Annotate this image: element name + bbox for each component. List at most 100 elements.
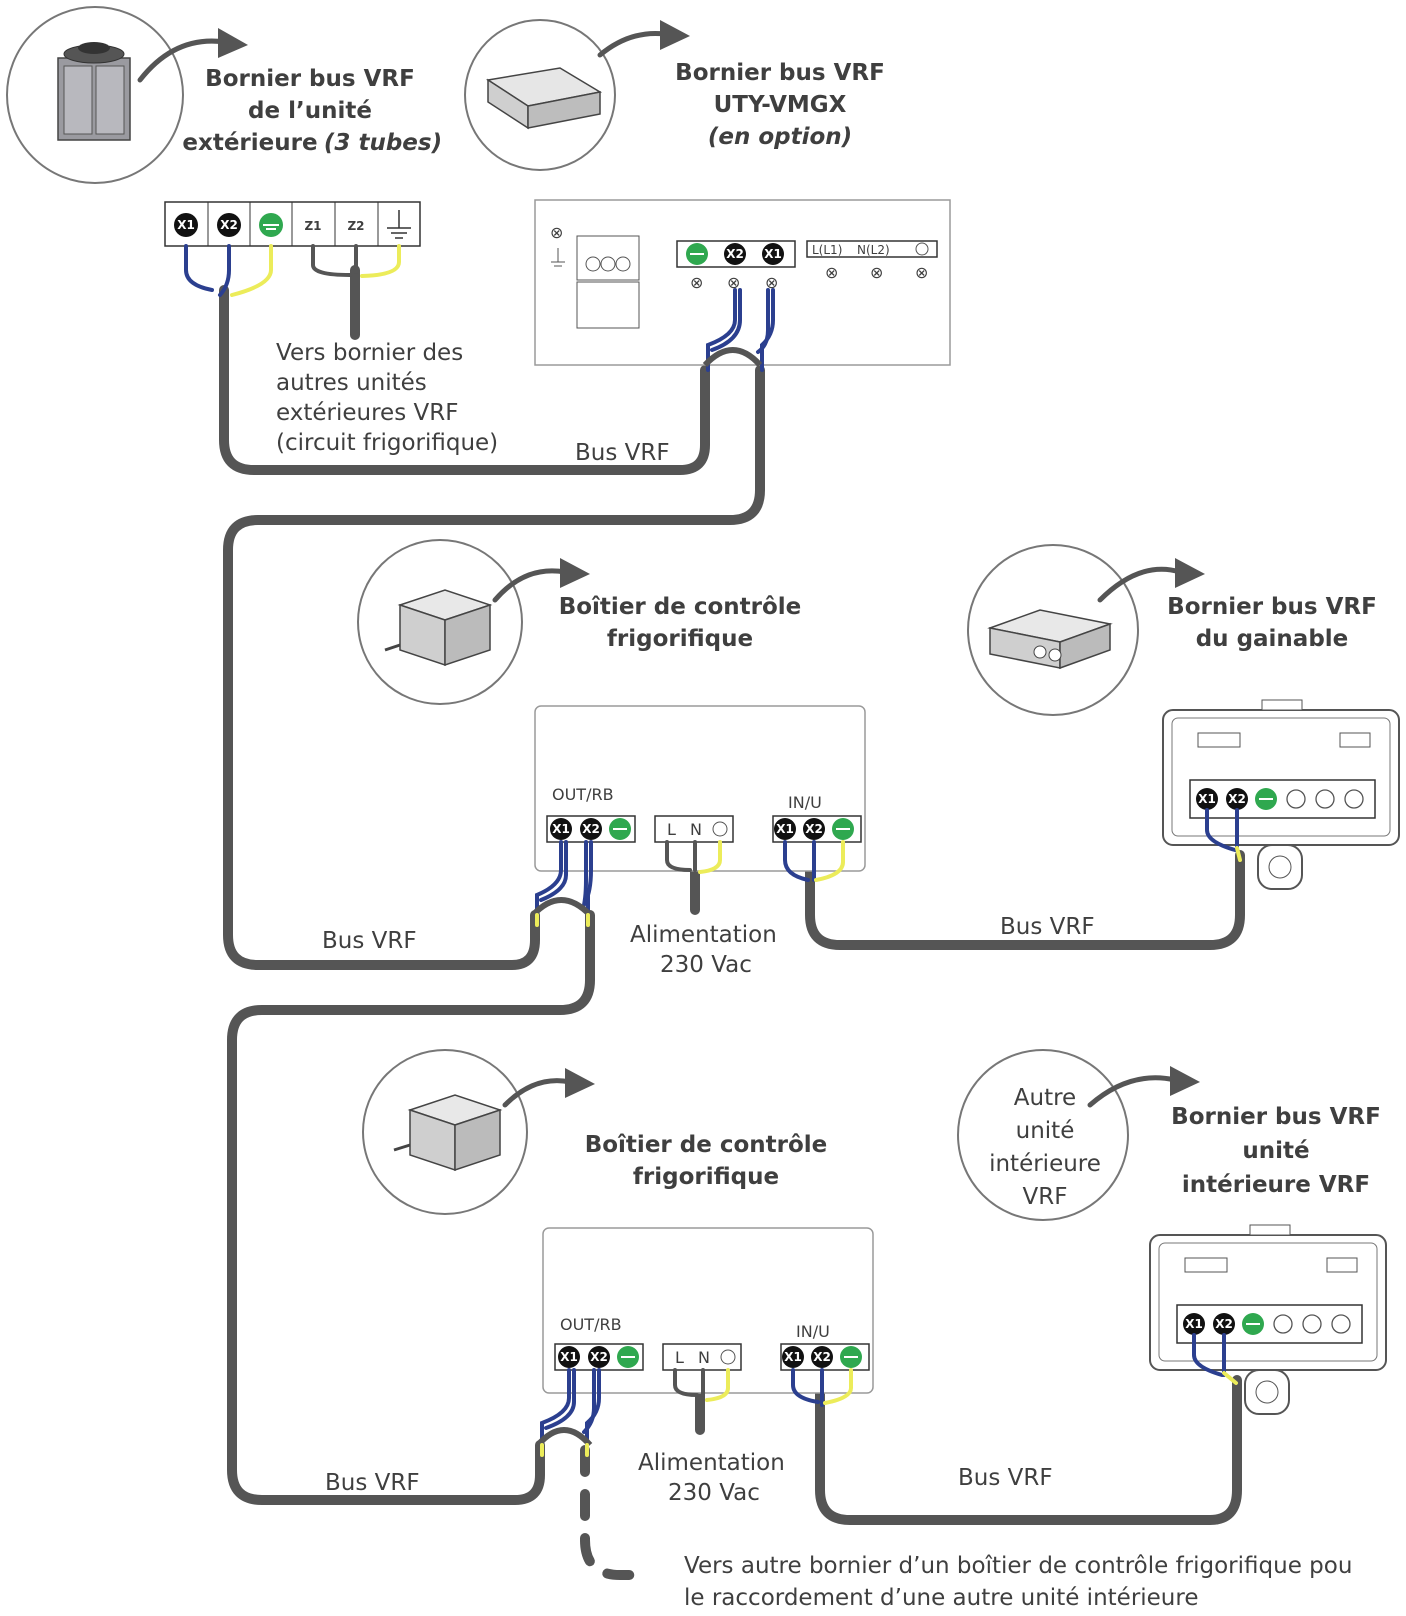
vmgx-title-1: Bornier bus VRF (675, 60, 885, 86)
screw-icon: ⊗ (765, 273, 778, 292)
terminal-x2 (1226, 788, 1248, 810)
vmgx-power-strip: L(L1) N(L2) ⊗ ⊗ ⊗ (806, 240, 938, 282)
power-label-1: Alimentation (630, 922, 777, 948)
power-terminals: L N (662, 1343, 742, 1371)
vmgx-terminal-strip: X2 X1 ⊗ ⊗ ⊗ (676, 240, 796, 292)
control-box-2-title-2: frigorifique (633, 1164, 779, 1190)
screw-icon (1286, 789, 1306, 809)
bus-vrf-label-1: Bus VRF (575, 440, 670, 466)
terminal-l-l1-label: L(L1) (812, 243, 842, 257)
screw-icon (1315, 789, 1335, 809)
ducted-box-icon (987, 609, 1113, 670)
screw-icon: ⊗ (690, 273, 703, 292)
terminal-x2 (588, 1346, 610, 1368)
terminal-n-label: N (698, 1348, 710, 1367)
screw-icon: ⊗ (870, 263, 883, 282)
outdoor-terminal-strip: X1 X2 Z1 Z2 (164, 201, 421, 247)
ground-symbol-icon (720, 1349, 736, 1365)
power-label-3: Alimentation (638, 1450, 785, 1476)
terminal-x2-label: X2 (805, 822, 823, 836)
terminal-x1-label: X1 (1198, 792, 1216, 806)
other-indoor-text-1: Autre (1014, 1085, 1076, 1111)
ground-symbol-icon (712, 821, 728, 837)
other-outdoor-label-4: (circuit frigorifique) (276, 430, 498, 456)
outdoor-title-italic: (3 tubes) (324, 130, 442, 156)
in-u-terminals: X1 X2 (780, 1343, 870, 1371)
terminal-x2 (803, 818, 825, 840)
screw-icon: ⊗ (727, 273, 740, 292)
terminal-x1 (1183, 1313, 1205, 1335)
indoor-group: Autre unité intérieure VRF Bornier bus V… (957, 1049, 1387, 1415)
outdoor-title-2: de l’unité (248, 98, 372, 124)
terminal-x1 (762, 243, 784, 265)
screw-icon (1255, 1380, 1279, 1404)
terminal-x1-label: X1 (776, 822, 794, 836)
terminal-n-l2-label: N(L2) (857, 243, 890, 257)
screw-icon (1302, 1314, 1322, 1334)
other-indoor-text-3: intérieure (989, 1151, 1101, 1177)
terminal-x1-label: X1 (560, 1350, 578, 1364)
other-outdoor-label-2: autres unités (276, 370, 427, 396)
vmgx-group: Bornier bus VRF UTY-VMGX (en option) ⊗ X… (464, 19, 951, 466)
other-outdoor-label-3: extérieures VRF (276, 400, 458, 426)
terminal-x1-label: X1 (784, 1350, 802, 1364)
terminal-l-label: L (675, 1348, 684, 1367)
out-rb-terminals: X1 X2 (546, 815, 636, 843)
in-u-terminals: X1 X2 (772, 815, 862, 843)
terminal-z2-label: Z2 (347, 219, 364, 233)
terminal-x1 (774, 818, 796, 840)
screw-icon: ⊗ (825, 263, 838, 282)
other-indoor-text-4: VRF (1023, 1184, 1068, 1210)
outdoor-unit-icon (57, 42, 131, 141)
ground-symbol-icon (387, 210, 411, 239)
ducted-title-1: Bornier bus VRF (1167, 594, 1377, 620)
screw-icon (1273, 1314, 1293, 1334)
terminal-x1-label: X1 (552, 822, 570, 836)
other-outdoor-label-1: Vers bornier des (276, 340, 463, 366)
other-indoor-text-2: unité (1016, 1118, 1075, 1144)
ducted-group: Bornier bus VRF du gainable X1 X2 (967, 544, 1400, 890)
screw-icon (1344, 789, 1364, 809)
terminal-x1 (558, 1346, 580, 1368)
bus-vrf-label-5: Bus VRF (958, 1465, 1053, 1491)
out-rb-terminals: X1 X2 (554, 1343, 644, 1371)
screw-icon: ⊗ (915, 263, 928, 282)
control-box-2-group: Boîtier de contrôle frigorifique OUT/RB … (325, 1049, 1053, 1506)
terminal-x2-label: X2 (220, 218, 238, 232)
terminal-l-label: L (667, 820, 676, 839)
terminal-x2 (811, 1346, 833, 1368)
terminal-x2-label: X2 (726, 247, 744, 261)
terminal-n-label: N (690, 820, 702, 839)
terminal-x1-label: X1 (1185, 1317, 1203, 1331)
bus-vrf-label-3: Bus VRF (1000, 914, 1095, 940)
terminal-x1 (782, 1346, 804, 1368)
terminal-z1-label: Z1 (304, 219, 321, 233)
footer-note-2: le raccordement d’une autre unité intéri… (684, 1585, 1199, 1611)
control-box-1-title-2: frigorifique (607, 626, 753, 652)
footer-note-1: Vers autre bornier d’un boîtier de contr… (684, 1553, 1352, 1579)
ducted-title-2: du gainable (1196, 626, 1349, 652)
control-box-2-title-1: Boîtier de contrôle (585, 1132, 828, 1158)
terminal-x1 (550, 818, 572, 840)
in-u-label: IN/U (796, 1322, 830, 1341)
terminal-x2-label: X2 (582, 822, 600, 836)
terminal-x1 (1196, 788, 1218, 810)
bus-cables (219, 265, 1245, 1580)
terminal-x1 (174, 213, 198, 237)
terminal-x2 (580, 818, 602, 840)
control-box-1-group: Boîtier de contrôle frigorifique OUT/RB … (322, 539, 1095, 978)
power-label-2: 230 Vac (660, 952, 752, 978)
bus-vrf-label-2: Bus VRF (322, 928, 417, 954)
power-terminals: L N (654, 815, 734, 843)
in-u-label: IN/U (788, 793, 822, 812)
screw-icon (1268, 855, 1292, 879)
vmgx-connector: ⊗ (550, 223, 640, 329)
terminal-x2 (724, 243, 746, 265)
terminal-x2-label: X2 (1215, 1317, 1233, 1331)
terminal-x2-label: X2 (590, 1350, 608, 1364)
out-rb-label: OUT/RB (552, 785, 614, 804)
outdoor-title-3: extérieure (182, 130, 317, 156)
outdoor-title-1: Bornier bus VRF (205, 66, 415, 92)
out-rb-label: OUT/RB (560, 1315, 622, 1334)
